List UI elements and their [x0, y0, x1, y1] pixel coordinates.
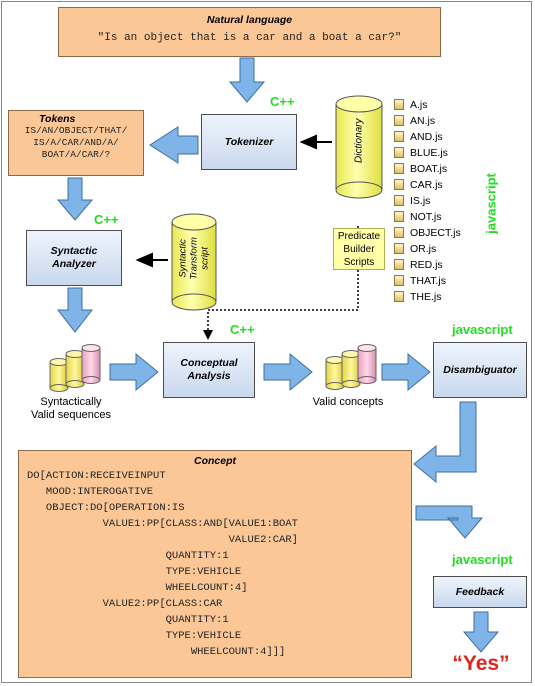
arrow-right-conceptual — [263, 352, 313, 392]
tokenizer-lang: C++ — [270, 94, 295, 109]
concept-line-3: OBJECT:DO[OPERATION:IS — [27, 502, 185, 514]
file-object: OBJECT.js — [394, 226, 461, 240]
disambiguator-box: Disambiguator — [433, 342, 527, 398]
file-the: THE.js — [394, 290, 442, 304]
file-a: A.js — [394, 98, 428, 112]
arrow-left-tokens — [149, 126, 199, 164]
js-file-icon — [394, 115, 404, 126]
valid-concepts-label: Valid concepts — [312, 396, 384, 408]
arrow-right-concepts — [381, 352, 431, 392]
arrow-down-syntactic — [56, 287, 94, 333]
conceptual-analysis-box: Conceptual Analysis — [163, 342, 255, 398]
js-file-icon — [394, 131, 404, 142]
syntactic-transform-label: Syntactic Transform script — [177, 237, 211, 280]
js-file-icon — [394, 259, 404, 270]
js-file-icon — [394, 147, 404, 158]
dictionary-cylinder — [335, 95, 383, 199]
sequences-stack-icon — [49, 344, 101, 392]
concept-line-5: VALUE2:CAR] — [27, 534, 298, 546]
tokens-line-1: IS/AN/OBJECT/THAT/ — [24, 125, 128, 136]
js-file-icon — [394, 227, 404, 238]
file-boat: BOAT.js — [394, 162, 447, 176]
arrow-down-nl — [228, 57, 266, 103]
feedback-box: Feedback — [433, 576, 527, 608]
syntactic-analyzer-line-1: Syntactic — [50, 245, 98, 258]
js-file-icon — [394, 195, 404, 206]
js-file-icon — [394, 211, 404, 222]
syntactic-analyzer-box: Syntactic Analyzer — [26, 230, 122, 286]
js-file-icon — [394, 291, 404, 302]
predicate-builder-box: Predicate Builder Scripts — [333, 228, 385, 270]
concept-line-7: TYPE:VEHICLE — [27, 566, 242, 578]
disambiguator-lang: javascript — [452, 322, 513, 337]
js-file-icon — [394, 163, 404, 174]
tokens-line-2: IS/A/CAR/AND/A/ — [33, 137, 119, 148]
concept-line-8: WHEELCOUNT:4] — [27, 582, 248, 594]
natural-language-box: Natural language "Is an object that is a… — [58, 7, 441, 57]
concept-line-2: MOOD:INTEROGATIVE — [27, 486, 154, 498]
conceptual-analysis-line-2: Analysis — [187, 370, 231, 382]
concept-line-12: WHEELCOUNT:4]]] — [27, 646, 286, 658]
natural-language-text: "Is an object that is a car and a boat a… — [97, 32, 402, 44]
js-file-icon — [394, 99, 404, 110]
answer-yes: “Yes” — [452, 652, 510, 675]
concept-line-4: VALUE1:PP[CLASS:AND[VALUE1:BOAT — [27, 518, 298, 530]
file-is: IS.js — [394, 194, 430, 208]
tokens-title: Tokens — [39, 113, 76, 125]
file-car: CAR.js — [394, 178, 443, 192]
file-blue: BLUE.js — [394, 146, 448, 160]
conceptual-analysis-line-1: Conceptual — [180, 357, 238, 370]
file-and: AND.js — [394, 130, 443, 144]
js-file-icon — [394, 275, 404, 286]
syntactic-sequences-label: Syntactically Valid sequences — [31, 396, 111, 422]
arrow-elbow-feedback — [415, 505, 484, 539]
arrow-down-feedback — [462, 611, 500, 653]
concept-line-10: QUANTITY:1 — [27, 614, 229, 626]
arrow-right-sequences — [109, 352, 159, 392]
arrow-elbow-concept — [413, 401, 477, 484]
dictionary-lang: javascript — [483, 173, 499, 234]
syntactic-analyzer-lang: C++ — [94, 212, 119, 227]
js-file-icon — [394, 179, 404, 190]
feedback-lang: javascript — [452, 552, 513, 567]
js-file-icon — [394, 243, 404, 254]
dictionary-label: Dictionary — [353, 118, 365, 163]
transform-cylinder — [171, 213, 217, 311]
natural-language-title: Natural language — [206, 14, 293, 26]
conceptual-analysis-lang: C++ — [230, 322, 255, 337]
syntactic-analyzer-line-2: Analyzer — [52, 258, 96, 270]
file-that: THAT.js — [394, 274, 446, 288]
concept-line-11: TYPE:VEHICLE — [27, 630, 242, 642]
file-not: NOT.js — [394, 210, 442, 224]
tokens-box: Tokens IS/AN/OBJECT/THAT/ IS/A/CAR/AND/A… — [8, 110, 144, 176]
concept-line-1: DO[ACTION:RECEIVEINPUT — [27, 470, 166, 482]
tokens-line-3: BOAT/A/CAR/? — [41, 149, 111, 160]
file-red: RED.js — [394, 258, 443, 272]
tokenizer-box: Tokenizer — [201, 114, 297, 170]
concept-title: Concept — [194, 455, 236, 467]
concept-line-9: VALUE2:PP[CLASS:CAR — [27, 598, 223, 610]
concept-box: Concept — [18, 450, 412, 678]
file-an: AN.js — [394, 114, 435, 128]
concepts-stack-icon — [325, 344, 377, 390]
file-or: OR.js — [394, 242, 436, 256]
arrow-down-tokens — [56, 177, 94, 221]
concept-line-6: QUANTITY:1 — [27, 550, 229, 562]
